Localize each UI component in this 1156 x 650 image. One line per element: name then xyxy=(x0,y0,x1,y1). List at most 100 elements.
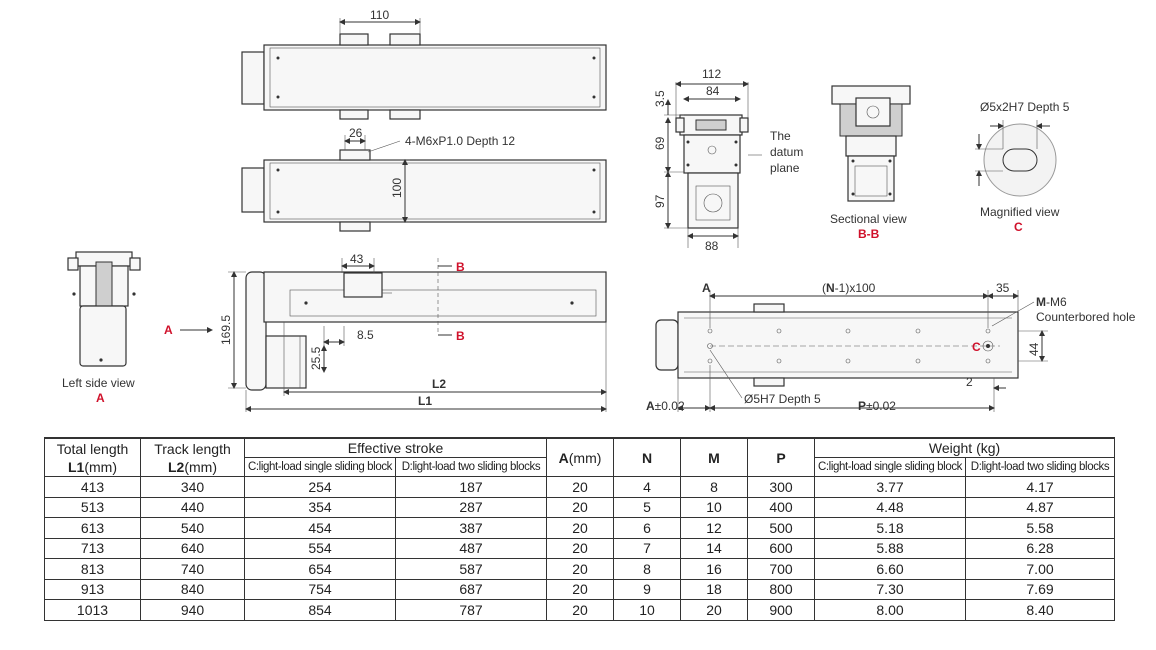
table-cell: 10 xyxy=(680,496,749,518)
table-cell: 4.17 xyxy=(965,476,1116,498)
table-cell: 640 xyxy=(140,537,245,559)
table-cell: 5.58 xyxy=(965,517,1116,539)
header-stroke-d: D:light-load two sliding blocks xyxy=(394,457,548,477)
table-cell: 354 xyxy=(244,496,396,518)
table-cell: 8 xyxy=(680,476,749,498)
table-cell: 440 xyxy=(140,496,245,518)
table-cell: 913 xyxy=(44,578,141,600)
m-m6-note: M-M6 xyxy=(1036,295,1067,309)
table-cell: 4 xyxy=(613,476,682,498)
table-cell: 20 xyxy=(680,599,749,621)
left-side-label: A xyxy=(96,391,105,405)
detail-c-label: C xyxy=(972,340,981,354)
table-cell: 740 xyxy=(140,558,245,580)
dim-69: 69 xyxy=(653,136,667,150)
section-b-top: B xyxy=(456,260,465,274)
header-total-length: Total length L1(mm) xyxy=(44,437,141,477)
dim-97: 97 xyxy=(653,194,667,208)
datum-line-3: plane xyxy=(770,161,800,175)
table-cell: 5.18 xyxy=(814,517,967,539)
header-p: P xyxy=(747,437,816,477)
arrow-a-label: A xyxy=(164,323,173,337)
left-side-caption: Left side view xyxy=(62,376,135,390)
label-l2: L2 xyxy=(432,377,446,391)
pin-hole-note: Ø5H7 Depth 5 xyxy=(744,392,821,406)
table-cell: 340 xyxy=(140,476,245,498)
table-cell: 500 xyxy=(747,517,816,539)
table-cell: 654 xyxy=(244,558,396,580)
dim-8-5: 8.5 xyxy=(357,328,374,342)
left-side-view: Left side view A xyxy=(62,251,141,405)
table-cell: 9 xyxy=(613,578,682,600)
table-cell: 854 xyxy=(244,599,396,621)
table-cell: 187 xyxy=(394,476,548,498)
header-weight-d: D:light-load two sliding blocks xyxy=(965,457,1116,477)
table-cell: 5 xyxy=(613,496,682,518)
table-cell: 20 xyxy=(546,578,615,600)
table-cell: 413 xyxy=(44,476,141,498)
dim-100: 100 xyxy=(390,178,404,198)
table-cell: 14 xyxy=(680,537,749,559)
table-cell: 487 xyxy=(394,537,548,559)
sectional-view-caption: Sectional view xyxy=(830,212,907,226)
table-cell: 300 xyxy=(747,476,816,498)
technical-drawing: 110 26 4-M6xP1.0 Depth 12 100 112 84 xyxy=(62,8,1136,413)
table-cell: 254 xyxy=(244,476,396,498)
label-l1: L1 xyxy=(418,394,432,408)
table-cell: 3.77 xyxy=(814,476,967,498)
table-cell: 7 xyxy=(613,537,682,559)
table-cell: 20 xyxy=(546,517,615,539)
table-cell: 687 xyxy=(394,578,548,600)
table-cell: 754 xyxy=(244,578,396,600)
table-cell: 18 xyxy=(680,578,749,600)
header-effective-stroke: Effective stroke xyxy=(243,437,548,458)
table-cell: 1013 xyxy=(44,599,141,621)
table-cell: 787 xyxy=(394,599,548,621)
top-view-2: 26 4-M6xP1.0 Depth 12 100 xyxy=(241,126,607,232)
spec-table: Total length L1(mm) Track length L2(mm) … xyxy=(44,437,1116,621)
a-tolerance: A±0.02 xyxy=(646,399,685,413)
datum-line-1: The xyxy=(770,129,791,143)
table-cell: 6.28 xyxy=(965,537,1116,559)
header-a: A(mm) xyxy=(546,437,615,477)
magnified-view-caption: Magnified view xyxy=(980,205,1060,219)
magnified-view: Ø5x2H7 Depth 5 Magnified view C xyxy=(975,100,1070,234)
table-cell: 513 xyxy=(44,496,141,518)
table-cell: 287 xyxy=(394,496,548,518)
table-cell: 387 xyxy=(394,517,548,539)
datum-line-2: datum xyxy=(770,145,803,159)
section-b-bottom: B xyxy=(456,329,465,343)
dim-88: 88 xyxy=(705,239,719,253)
end-view: 112 84 3.5 69 97 88 The datum plane xyxy=(653,67,803,253)
header-track-length: Track length L2(mm) xyxy=(140,437,245,477)
header-stroke-c: C:light-load single sliding block xyxy=(244,457,396,477)
sectional-view-label: B-B xyxy=(858,227,880,241)
table-cell: 7.69 xyxy=(965,578,1116,600)
header-weight: Weight (kg) xyxy=(814,437,1116,458)
table-cell: 840 xyxy=(140,578,245,600)
table-cell: 10 xyxy=(613,599,682,621)
bottom-view: A (N-1)x100 35 M-M6 Counterbored hole C … xyxy=(646,281,1136,413)
table-cell: 713 xyxy=(44,537,141,559)
table-cell: 20 xyxy=(546,476,615,498)
table-cell: 5.88 xyxy=(814,537,967,559)
table-cell: 20 xyxy=(546,537,615,559)
dim-3-5: 3.5 xyxy=(653,90,667,107)
table-cell: 6 xyxy=(613,517,682,539)
table-cell: 16 xyxy=(680,558,749,580)
table-cell: 613 xyxy=(44,517,141,539)
bottom-a-label: A xyxy=(702,281,711,295)
table-cell: 700 xyxy=(747,558,816,580)
magnified-note: Ø5x2H7 Depth 5 xyxy=(980,100,1070,114)
table-cell: 20 xyxy=(546,496,615,518)
table-cell: 7.00 xyxy=(965,558,1116,580)
table-cell: 554 xyxy=(244,537,396,559)
table-cell: 4.48 xyxy=(814,496,967,518)
